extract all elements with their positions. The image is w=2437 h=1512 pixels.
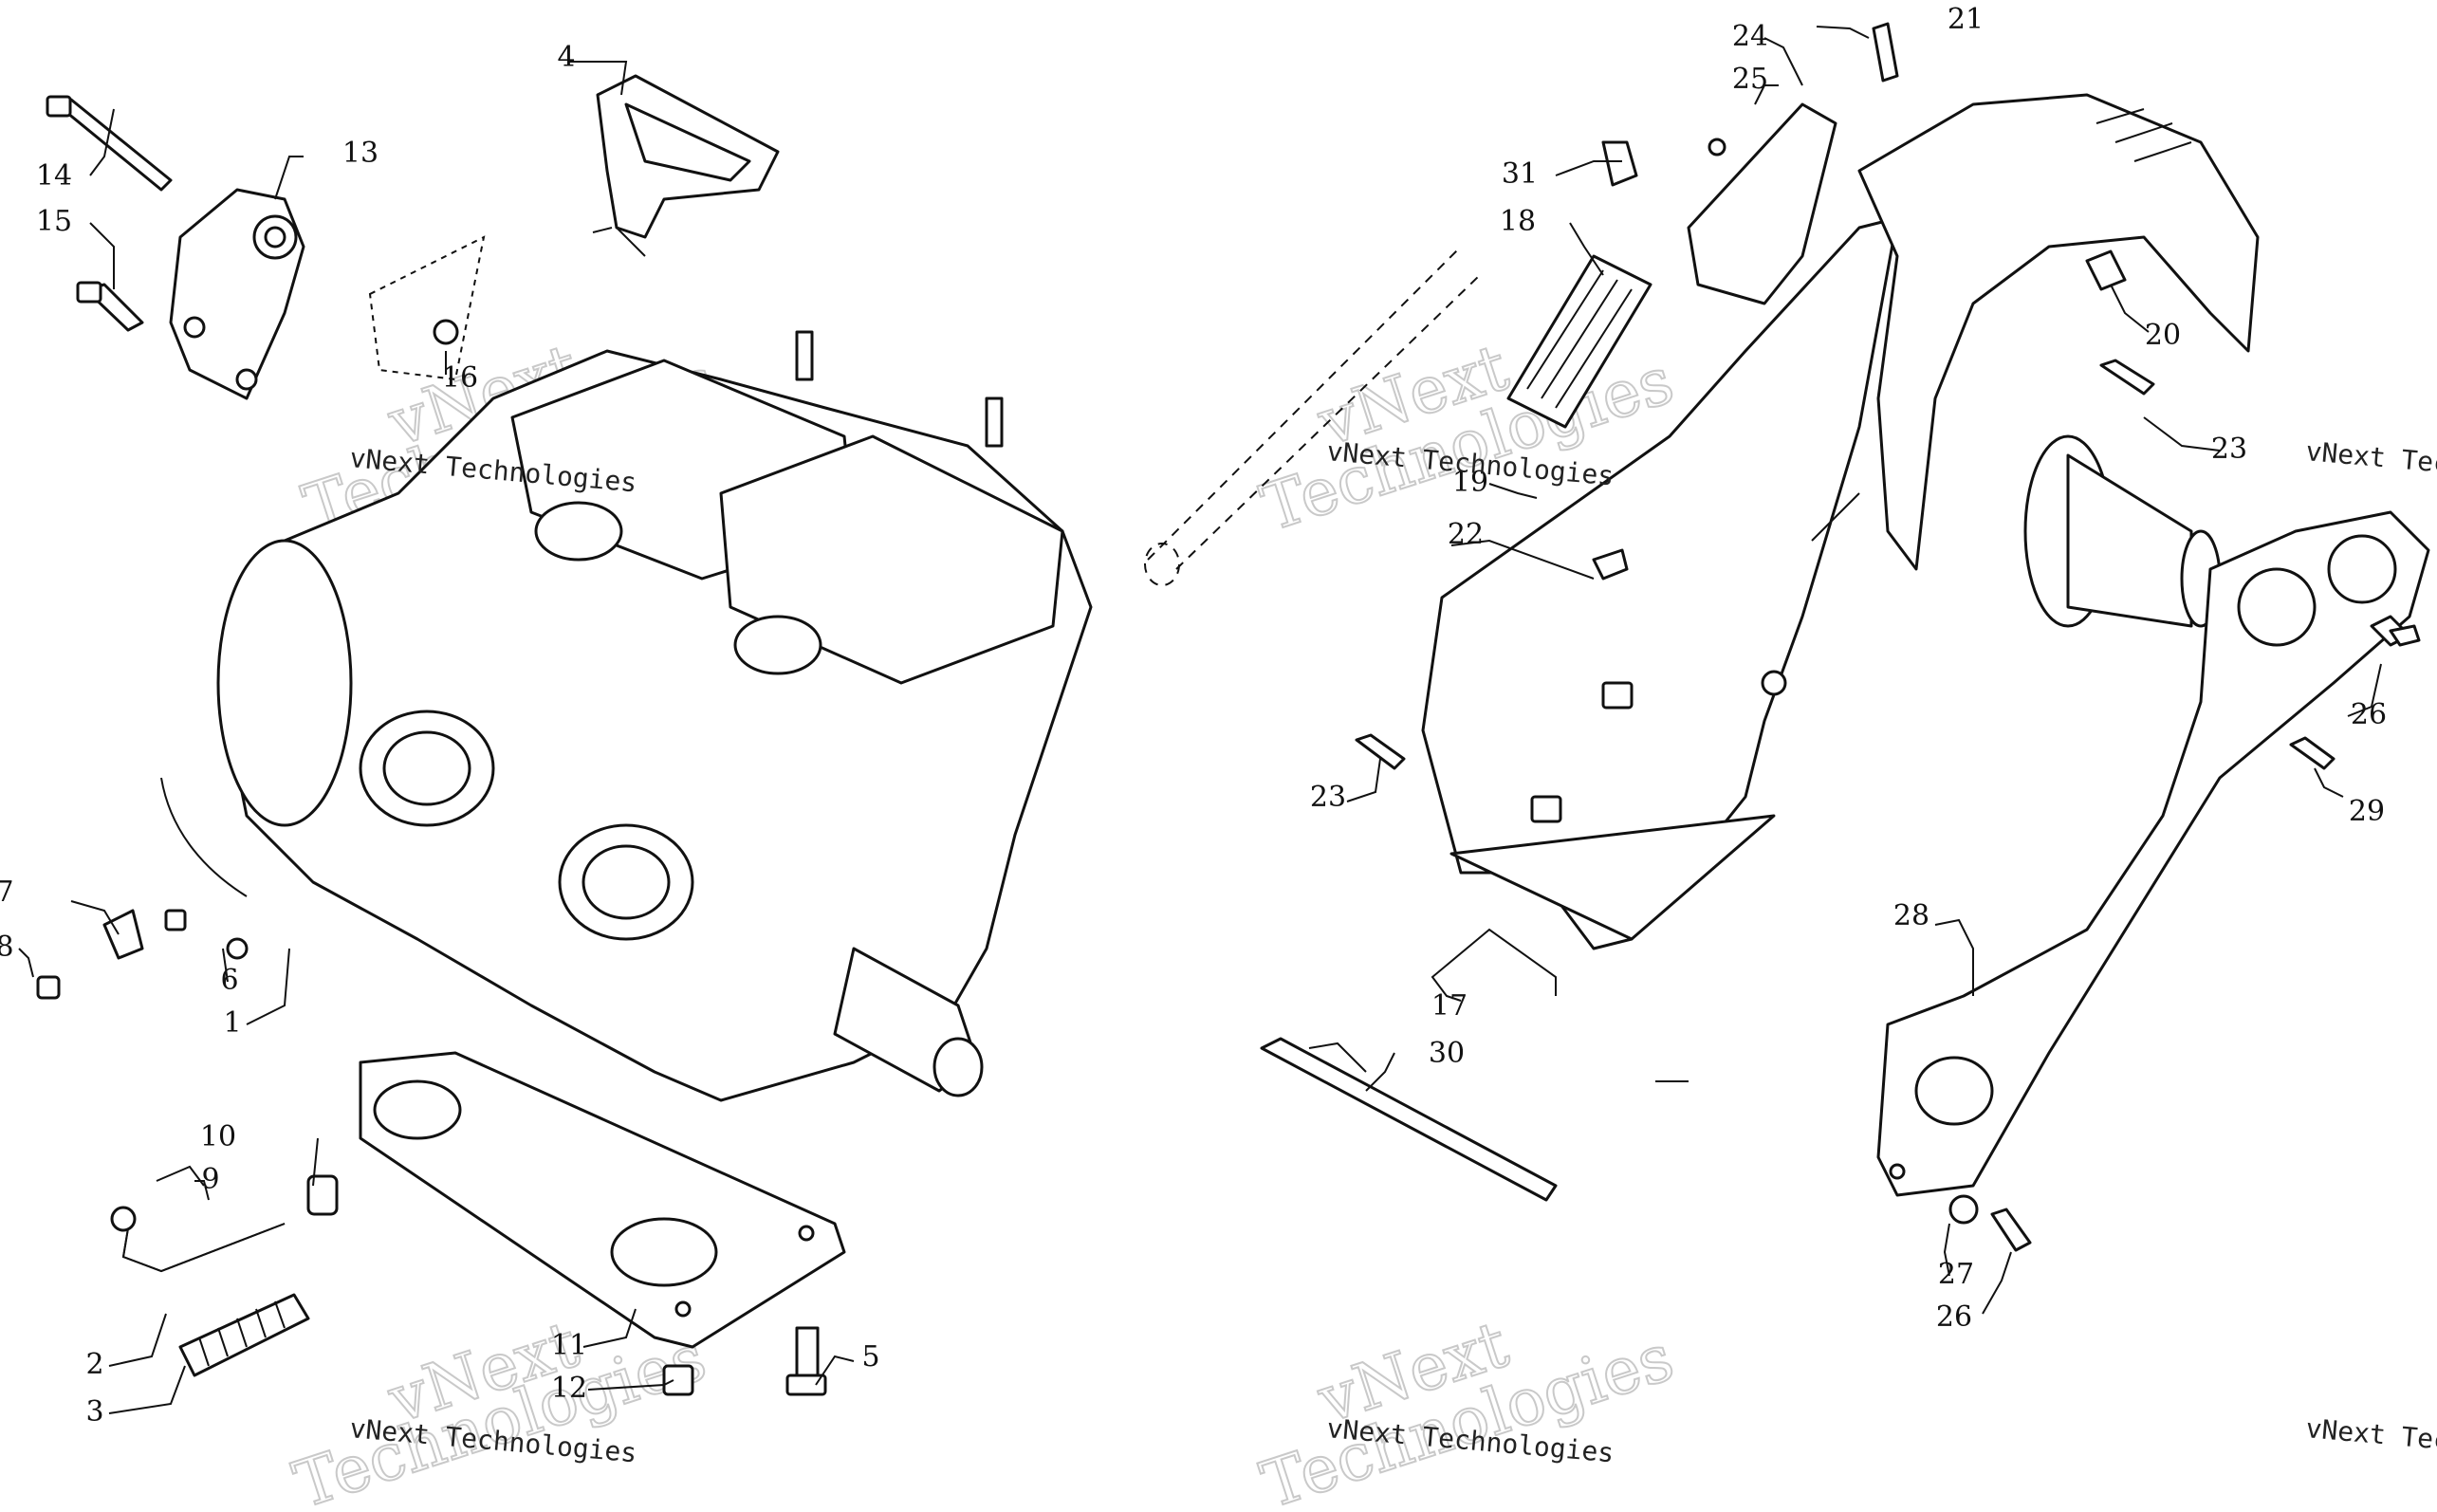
callout-15: 15 (36, 205, 72, 238)
callout-28: 28 (1893, 899, 1929, 932)
callout-31: 31 (1502, 157, 1538, 191)
callout-1: 1 (223, 1006, 241, 1040)
callout-22: 22 (1448, 518, 1484, 551)
chaincase-plate (1876, 510, 2430, 1197)
callout-16: 16 (442, 361, 478, 395)
svg-text:vNext Technologies: vNext Technologies (2304, 1412, 2437, 1468)
chaincase-cover-panel (1421, 216, 1899, 950)
small-hardware-left (36, 777, 827, 1396)
engine-assembly (216, 330, 1093, 1102)
callout-7: 7 (0, 876, 14, 909)
callout-12: 12 (551, 1372, 587, 1405)
callout-5: 5 (861, 1340, 879, 1374)
callout-18: 18 (1500, 205, 1536, 238)
callout-10: 10 (200, 1120, 236, 1153)
svg-text:vNext Technologies: vNext Technologies (2304, 435, 2437, 491)
dashed-pipe (1144, 246, 1481, 586)
lift-handle (596, 74, 780, 257)
engine-mount-bracket (169, 188, 305, 400)
callout-26b: 26 (1936, 1300, 1972, 1334)
decal (1506, 254, 1652, 429)
callout-4: 4 (557, 41, 575, 74)
callout-20: 20 (2145, 319, 2181, 352)
mount-bolts (46, 95, 486, 381)
callout-8: 8 (0, 931, 14, 964)
callout-13: 13 (342, 137, 378, 170)
callout-2: 2 (85, 1348, 103, 1381)
callout-30: 30 (1429, 1037, 1465, 1070)
chaincase-guard (1857, 93, 2260, 571)
leader-lines (18, 26, 2382, 1414)
callout-26a: 26 (2351, 698, 2387, 731)
callout-6: 6 (220, 964, 238, 997)
callout-3: 3 (85, 1395, 103, 1429)
callout-14: 14 (36, 159, 72, 193)
callout-23a: 23 (2211, 433, 2247, 466)
callout-17: 17 (1431, 989, 1468, 1023)
callout-27: 27 (1938, 1258, 1974, 1291)
callout-9: 9 (201, 1163, 219, 1196)
callout-21: 21 (1948, 3, 1984, 36)
callout-19: 19 (1452, 466, 1488, 499)
small-hardware-right (1260, 22, 2421, 1252)
callout-25: 25 (1732, 63, 1768, 96)
callout-29: 29 (2349, 795, 2385, 828)
callout-24: 24 (1732, 20, 1768, 53)
callout-23b: 23 (1310, 781, 1346, 814)
callout-labels: 1 2 3 4 5 6 7 8 9 10 11 12 13 14 15 16 1… (0, 3, 2387, 1429)
engine-plate (359, 1051, 846, 1349)
pad (1687, 102, 1837, 305)
callout-11: 11 (551, 1329, 587, 1362)
